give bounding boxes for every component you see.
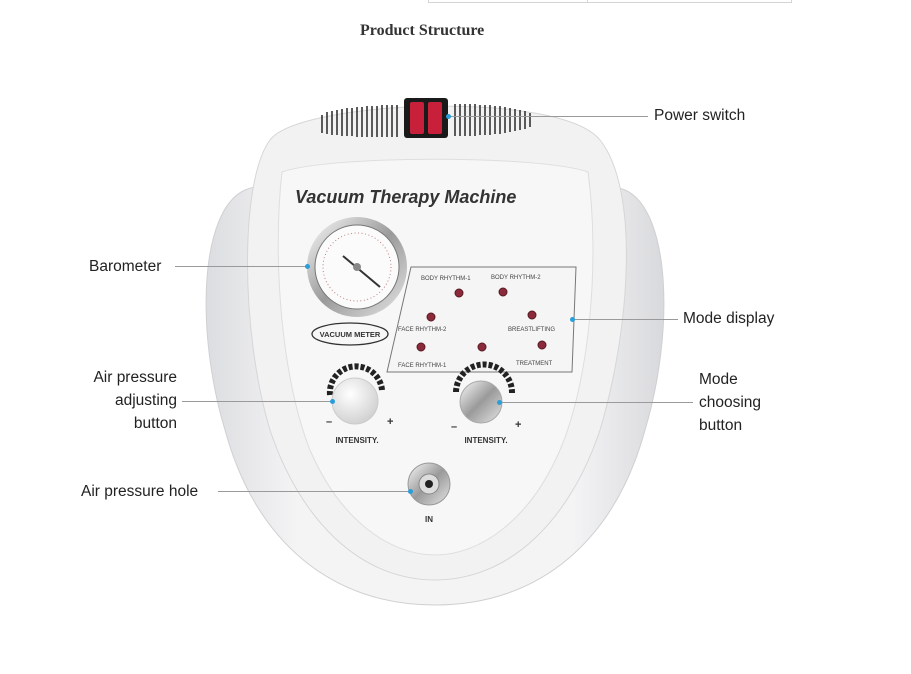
svg-text:+: + bbox=[515, 419, 521, 431]
svg-text:–: – bbox=[326, 416, 332, 428]
mode-label: BODY RHYTHM-2 bbox=[491, 275, 541, 281]
svg-text:+: + bbox=[387, 416, 393, 428]
device-name: Vacuum Therapy Machine bbox=[295, 187, 516, 207]
mode-led bbox=[537, 340, 547, 350]
section-title: Product Structure bbox=[360, 22, 485, 39]
mode-label: FACE RHYTHM-1 bbox=[398, 363, 447, 369]
mode-label: FACE RHYTHM-2 bbox=[398, 327, 447, 333]
callout-barometer: Barometer bbox=[89, 258, 162, 275]
inlet-label: IN bbox=[425, 515, 433, 524]
mode-led bbox=[426, 312, 436, 322]
air-pressure-hole bbox=[407, 462, 451, 506]
mode-label: TREATMENT bbox=[516, 361, 553, 367]
mode-display-panel: BODY RHYTHM-1 BODY RHYTHM-2 FACE RHYTHM-… bbox=[386, 266, 577, 373]
power-switch[interactable] bbox=[404, 98, 448, 138]
callout-air-pressure-hole: Air pressure hole bbox=[81, 483, 199, 500]
barometer bbox=[307, 217, 407, 317]
svg-text:–: – bbox=[451, 421, 457, 433]
mode-led bbox=[454, 288, 464, 298]
mode-led bbox=[477, 342, 487, 352]
callout-mode-display: Mode display bbox=[683, 310, 775, 327]
mode-label: BREASTLIFTING bbox=[508, 327, 555, 333]
mode-led bbox=[416, 342, 426, 352]
mode-led bbox=[527, 310, 537, 320]
table-remnant bbox=[428, 0, 792, 3]
intensity-label: INTENSITY. bbox=[335, 436, 378, 445]
vacuum-meter-label: VACUUM METER bbox=[320, 330, 381, 339]
callout-power-switch: Power switch bbox=[654, 107, 746, 124]
mode-led bbox=[498, 287, 508, 297]
mode-label: BODY RHYTHM-1 bbox=[421, 276, 471, 282]
intensity-label: INTENSITY. bbox=[464, 436, 507, 445]
